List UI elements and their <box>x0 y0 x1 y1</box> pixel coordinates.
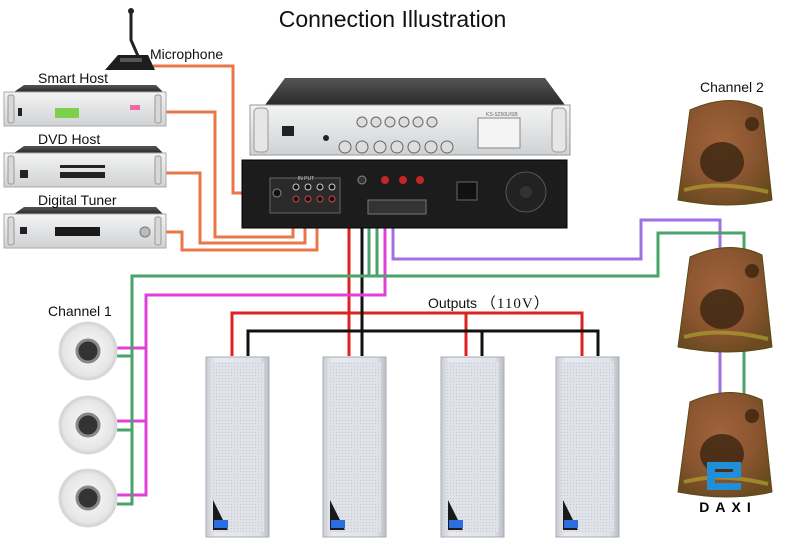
amplifier-rear: IN PUT <box>241 159 568 229</box>
label-digital-tuner: Digital Tuner <box>38 192 117 208</box>
amplifier-model: KS-S250U/SB <box>486 112 518 118</box>
wire-dvd-host <box>166 171 307 245</box>
rock-speaker <box>677 246 773 353</box>
label-dvd-host: DVD Host <box>38 131 101 147</box>
outputs-text: Outputs <box>428 295 478 311</box>
dvd-host-device <box>3 146 167 188</box>
rock-speaker <box>677 99 773 206</box>
logo-text: DAXI <box>699 499 756 515</box>
wire-digital-tuner <box>166 212 319 252</box>
diagram-title: Connection Illustration <box>278 6 507 32</box>
column-speaker <box>322 356 387 538</box>
channel1-speakers <box>58 321 118 528</box>
label-microphone: Microphone <box>150 46 224 62</box>
daxi-logo: DAXI <box>699 462 756 515</box>
column-speaker <box>440 356 505 538</box>
ceiling-speaker <box>58 395 118 455</box>
ceiling-speaker <box>58 468 118 528</box>
channel2-speakers <box>677 99 773 498</box>
rock-speaker <box>677 391 773 498</box>
wire-output-hot-bus <box>230 311 584 356</box>
label-channel-2: Channel 2 <box>700 79 764 95</box>
label-outputs: Outputs （110V） <box>428 292 550 313</box>
amplifier-front: KS-S250U/SB <box>249 78 571 156</box>
wire-smart-host <box>166 110 295 239</box>
wire-output-com-bus <box>246 329 600 356</box>
ceiling-speaker <box>58 321 118 381</box>
column-speaker <box>555 356 620 538</box>
label-smart-host: Smart Host <box>38 70 109 86</box>
label-channel-1: Channel 1 <box>48 303 112 319</box>
microphone <box>105 8 155 70</box>
amp-input-label: IN PUT <box>298 176 314 182</box>
outputs-voltage: （110V） <box>480 296 550 312</box>
wire-channel1-a <box>117 215 387 497</box>
smart-host-device <box>3 85 167 127</box>
wire-channel1-b <box>117 215 379 506</box>
digital-tuner-device <box>3 207 167 249</box>
column-speaker <box>205 356 270 538</box>
column-speakers <box>205 356 620 538</box>
